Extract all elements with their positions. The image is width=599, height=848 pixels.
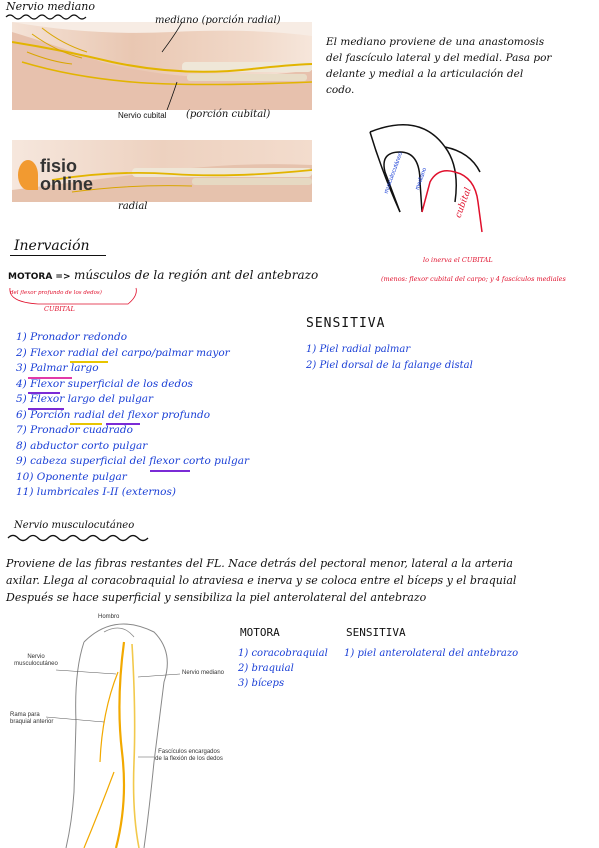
highlight-flexor-4 <box>28 392 60 394</box>
highlight-flexor-6 <box>106 423 140 425</box>
description-line: del fascículo lateral y del medial. Pasa… <box>326 52 552 64</box>
red-note-top: lo inerva el CUBITAL <box>423 256 493 264</box>
highlight-radial-6 <box>70 423 102 425</box>
fig-label-top: Hombro <box>98 614 120 620</box>
fig-label-rama: Rama para braquial anterior <box>10 712 54 725</box>
mc-motora-item: 1) coracobraquial <box>238 648 328 659</box>
red-bracket <box>9 287 137 305</box>
description-line: codo. <box>326 84 355 96</box>
sensitiva-heading: SENSITIVA <box>306 316 386 331</box>
forearm-figure-2 <box>12 140 312 202</box>
musculocutaneo-heading: Nervio musculocutáneo <box>14 520 135 531</box>
red-note-cubital: CUBITAL <box>44 305 75 313</box>
motora-item: 7) Pronador cuadrado <box>16 424 133 436</box>
motora-item: 11) lumbricales I-II (externos) <box>16 486 176 498</box>
motora-item: 4) Flexor superficial de los dedos <box>16 377 193 390</box>
fisio-logo-icon <box>18 160 38 190</box>
label-radial: radial <box>118 201 148 212</box>
description-line: El mediano proviene de una anastomosis <box>326 36 545 48</box>
mc-sensitiva-item: 1) piel anterolateral del antebrazo <box>344 648 519 659</box>
nerve-branch-diagram <box>369 124 483 233</box>
logo-text-1: fisio <box>40 156 78 176</box>
sensitiva-item: 1) Piel radial palmar <box>306 344 411 355</box>
forearm-figure-1 <box>12 22 312 110</box>
mc-motora-item: 3) bíceps <box>238 678 285 689</box>
motora-item: 6) Porción radial del flexor profundo <box>16 408 211 421</box>
paragraph-line: axilar. Llega al coracobraquial lo atrav… <box>6 574 517 587</box>
mc-sensitiva-heading: SENSITIVA <box>346 626 406 639</box>
motora-line: MOTORA => músculos de la región ant del … <box>8 268 318 282</box>
highlight-flexor-9 <box>150 470 190 472</box>
mc-motora-item: 2) braquial <box>238 663 294 674</box>
musculocutaneo-underline <box>7 534 149 542</box>
motora-item: 5) Flexor largo del pulgar <box>16 393 154 405</box>
highlight-radial <box>70 361 108 363</box>
paragraph-line: Proviene de las fibras restantes del FL.… <box>6 557 513 570</box>
musculocutaneo-paragraph: Proviene de las fibras restantes del FL.… <box>6 555 516 606</box>
fig-label-fasciculos: Fascículos encargados de la flexión de l… <box>155 749 223 762</box>
motora-text: músculos de la región ant del antebrazo <box>74 268 319 282</box>
logo-text-2: online <box>40 174 93 194</box>
inervacion-heading: Inervación <box>14 238 90 254</box>
motora-item: 10) Oponente pulgar <box>16 470 127 483</box>
fig-label-mediano: Nervio mediano <box>182 670 225 676</box>
motora-item: 8) abductor corto pulgar <box>16 439 148 452</box>
mc-sensitiva-list: 1) piel anterolateral del antebrazo <box>344 646 518 661</box>
label-mediano: mediano (porción radial) <box>155 15 281 26</box>
motora-item: 1) Pronador redondo <box>16 331 128 343</box>
red-note-menos: (menos: flexor cubital del carpo; y 4 fa… <box>381 275 566 283</box>
red-note-line2: del flexor profundo de los dedos) <box>10 290 102 296</box>
sensitiva-list: 1) Piel radial palmar 2) Piel dorsal de … <box>306 342 473 374</box>
motora-item: 9) cabeza superficial del flexor corto p… <box>16 455 250 467</box>
fig-label-musculo: Nervio musculocutáneo <box>14 654 58 667</box>
motora-item: 2) Flexor radial del carpo/palmar mayor <box>16 346 230 359</box>
highlight-flexor-5 <box>28 408 64 410</box>
description-line: delante y medial a la articulación del <box>326 68 524 80</box>
mediano-description: El mediano proviene de una anastomosis d… <box>326 34 551 98</box>
motora-prefix: MOTORA => <box>8 272 71 282</box>
title-underline <box>5 14 87 20</box>
label-nervio-cubital: Nervio cubital <box>118 111 167 120</box>
sensitiva-item: 2) Piel dorsal de la falange distal <box>306 360 473 371</box>
arm-outline <box>45 623 181 848</box>
motora-item: 3) Palmar largo <box>16 362 99 374</box>
mediano-title: Nervio mediano <box>6 0 96 13</box>
highlight-palmar <box>28 377 72 379</box>
forearm-illustration-2 <box>12 164 312 202</box>
arm-diagram: Hombro Nervio musculocutáneo Nervio medi… <box>4 612 234 848</box>
label-porcion-cubital: (porción cubital) <box>186 109 271 120</box>
mc-motora-heading: MOTORA <box>240 626 280 639</box>
forearm-illustration-1 <box>12 22 312 110</box>
paragraph-line: Después se hace superficial y sensibiliz… <box>6 591 427 604</box>
motora-list: 1) Pronador redondo 2) Flexor radial del… <box>16 330 249 501</box>
mc-motora-list: 1) coracobraquial 2) braquial 3) bíceps <box>238 646 328 691</box>
inervacion-underline <box>10 255 106 256</box>
